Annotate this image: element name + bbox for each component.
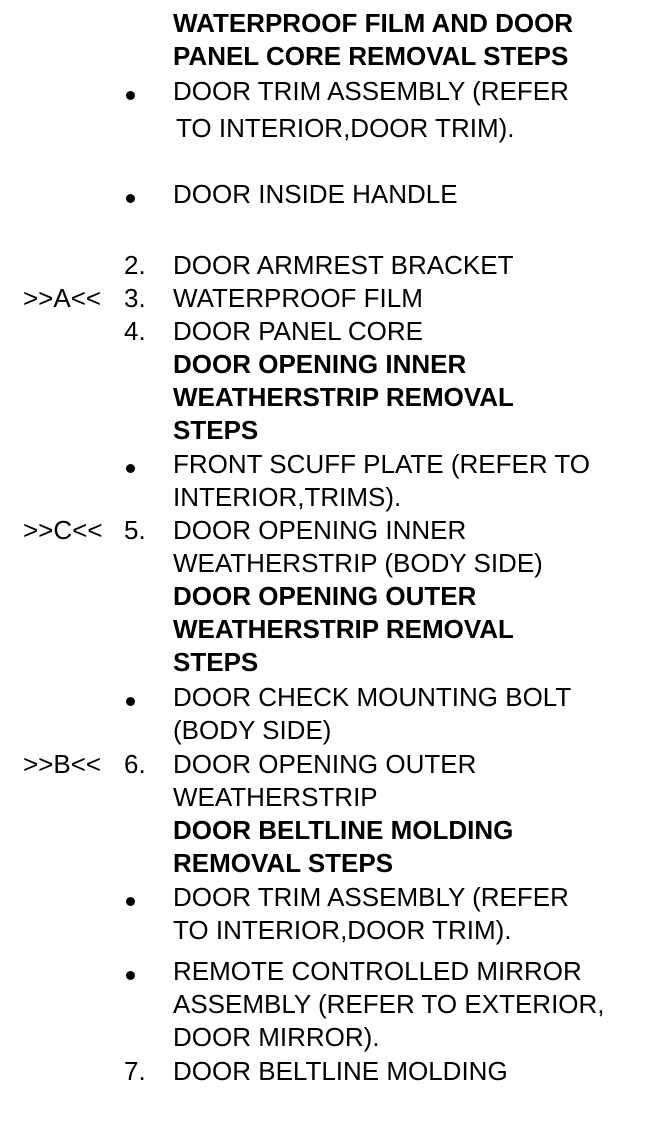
step-number: 2. [124,250,146,280]
section-heading-beltline: REMOVAL STEPS [173,848,394,878]
bullet-icon [126,971,135,980]
bullet-item-mirror: REMOTE CONTROLLED MIRROR [173,956,582,986]
bullet-icon [126,464,135,473]
step-marker: >>C<< [23,515,103,545]
step-number: 5. [124,515,146,545]
section-heading-inner-weatherstrip: WEATHERSTRIP REMOVAL [173,382,514,412]
step-number: 3. [124,283,146,313]
bullet-item-check-bolt: DOOR CHECK MOUNTING BOLT [173,682,572,712]
step-number: 6. [124,749,146,779]
step-item-waterproof-film: WATERPROOF FILM [173,283,423,313]
step-item-panel-core: DOOR PANEL CORE [173,316,423,346]
step-item-outer-weatherstrip: DOOR OPENING OUTER [173,749,477,779]
step-item-inner-weatherstrip: WEATHERSTRIP (BODY SIDE) [173,548,543,578]
bullet-item-door-trim: DOOR TRIM ASSEMBLY (REFER [173,882,569,912]
bullet-item-door-trim: TO INTERIOR,DOOR TRIM). [176,113,515,143]
bullet-icon [126,91,135,100]
step-item-armrest-bracket: DOOR ARMREST BRACKET [173,250,514,280]
step-number: 4. [124,316,146,346]
section-heading-outer-weatherstrip: DOOR OPENING OUTER [173,581,477,611]
section-heading-inner-weatherstrip: DOOR OPENING INNER [173,349,467,379]
step-item-inner-weatherstrip: DOOR OPENING INNER [173,515,467,545]
section-heading-beltline: DOOR BELTLINE MOLDING [173,815,514,845]
bullet-icon [126,897,135,906]
bullet-item-door-trim: DOOR TRIM ASSEMBLY (REFER [173,76,569,106]
step-item-beltline-molding: DOOR BELTLINE MOLDING [173,1056,508,1086]
step-marker: >>A<< [23,283,102,313]
bullet-item-scuff-plate: INTERIOR,TRIMS). [173,482,402,512]
section-heading-outer-weatherstrip: STEPS [173,647,259,677]
bullet-item-inside-handle: DOOR INSIDE HANDLE [173,179,458,209]
bullet-item-door-trim: TO INTERIOR,DOOR TRIM). [173,915,512,945]
bullet-item-mirror: ASSEMBLY (REFER TO EXTERIOR, [173,989,605,1019]
section-heading-outer-weatherstrip: WEATHERSTRIP REMOVAL [173,614,514,644]
section-heading-waterproof: WATERPROOF FILM AND DOOR [173,8,574,38]
bullet-item-scuff-plate: FRONT SCUFF PLATE (REFER TO [173,449,591,479]
step-item-outer-weatherstrip: WEATHERSTRIP [173,782,378,812]
bullet-item-mirror: DOOR MIRROR). [173,1022,380,1052]
step-marker: >>B<< [23,749,102,779]
bullet-item-check-bolt: (BODY SIDE) [173,715,332,745]
section-heading-waterproof: PANEL CORE REMOVAL STEPS [173,41,569,71]
bullet-icon [126,194,135,203]
step-number: 7. [124,1056,146,1086]
section-heading-inner-weatherstrip: STEPS [173,415,259,445]
bullet-icon [126,697,135,706]
